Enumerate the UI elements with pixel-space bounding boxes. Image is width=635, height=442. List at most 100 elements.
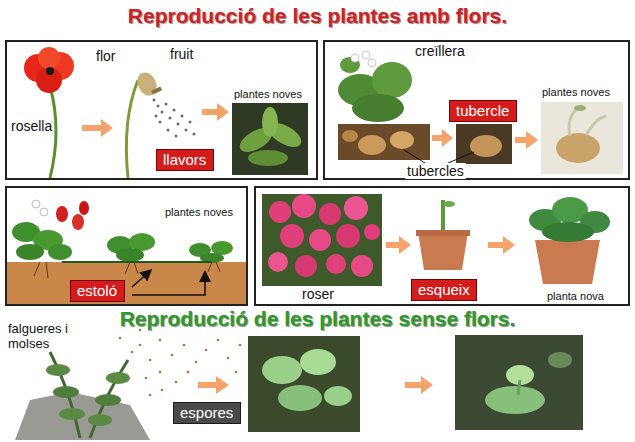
seeds: [165, 103, 168, 106]
potato-plant: [362, 51, 370, 59]
orange-arrow: [405, 376, 433, 394]
soil-with-tubers: [338, 124, 430, 160]
spores: [171, 354, 174, 357]
orange-arrow: [515, 131, 538, 149]
tag-text: esqueix: [418, 281, 470, 298]
plant-in-pot: [529, 197, 610, 284]
poppy-flower: [46, 67, 54, 75]
seeds: [169, 117, 172, 120]
soil-photo: [456, 124, 512, 164]
panel-label: flor: [94, 48, 117, 64]
runner: [34, 262, 220, 278]
tag-text: espores: [180, 404, 233, 421]
leader-line: [404, 150, 425, 163]
seedling-photo: [248, 150, 288, 166]
poppy-capsule: [126, 80, 138, 178]
seedling-photo: [232, 103, 308, 175]
poppy-flower: [24, 47, 74, 93]
panel-label: tubercles: [405, 163, 466, 179]
runner-pointer: [132, 273, 205, 295]
sprouting-potato-photo: [574, 105, 586, 111]
seeds: [155, 115, 158, 118]
soil-with-tubers: [358, 135, 386, 155]
method-tag: llavors: [156, 149, 214, 171]
panel-box: roserplanta novaesqueix: [254, 186, 630, 306]
seeds: [153, 99, 156, 102]
seeds: [173, 109, 176, 112]
soil: [7, 262, 246, 304]
spores-tag: espores: [173, 402, 241, 424]
strawberry-plant: [16, 244, 44, 260]
poppy-capsule: [134, 69, 160, 98]
seeds: [193, 133, 196, 136]
soil: [7, 262, 246, 304]
spores: [187, 371, 190, 374]
young-fern-photo: [485, 386, 545, 414]
sprouting-potato-photo: [556, 133, 600, 163]
section-heading: Reproducció de les plantes sense flors.: [0, 307, 635, 331]
strawberry-plant: [56, 206, 68, 222]
young-fern-photo: [455, 335, 583, 430]
spores: [195, 361, 198, 364]
spores: [119, 329, 242, 397]
panel-label: roser: [300, 286, 336, 302]
prothallus-photo: [262, 356, 302, 384]
rose-photo: [364, 224, 380, 240]
sprouting-potato-photo: [569, 108, 578, 136]
plant-in-pot: [535, 240, 600, 284]
leader-line: [404, 150, 474, 163]
rose-photo: [344, 196, 368, 220]
seeds: [181, 115, 184, 118]
orange-arrow: [198, 376, 229, 394]
rose-photo: [319, 203, 341, 225]
cutting-in-pot: [416, 230, 470, 236]
strawberry-plant: [116, 248, 144, 262]
poppy-flower: [36, 67, 62, 93]
spores: [183, 344, 186, 347]
cutting-in-pot: [416, 200, 470, 270]
strawberry-plant: [48, 244, 72, 260]
runner: [34, 262, 220, 278]
spores: [175, 381, 178, 384]
rock: [15, 392, 150, 440]
sprouting-potato-photo: [586, 116, 606, 135]
seeds: [157, 105, 160, 108]
seedling-photo: [232, 103, 308, 175]
rose-photo: [309, 229, 331, 251]
spores: [239, 344, 242, 347]
plant-in-pot: [542, 222, 594, 242]
rose-photo: [268, 252, 288, 272]
fern: [46, 352, 130, 438]
spores: [205, 349, 208, 352]
cutting-in-pot: [443, 201, 455, 207]
potato-plant: [352, 94, 404, 122]
group-label: falgueres i molses: [8, 322, 84, 352]
panel-box: creïllera plantes noves tubercles tubercle: [323, 40, 630, 180]
orange-arrow: [432, 129, 453, 147]
fern: [59, 408, 85, 420]
panel-label: plantes noves: [540, 86, 612, 99]
cutting-in-pot: [418, 232, 468, 270]
tag-text: llavors: [163, 151, 206, 168]
orange-arrow: [488, 236, 515, 254]
strawberry-plant: [40, 208, 48, 216]
prothallus-photo: [248, 336, 360, 432]
runner: [62, 261, 212, 263]
strawberry-plant: [79, 201, 89, 215]
fern: [53, 386, 79, 398]
spores: [159, 339, 162, 342]
spores: [131, 351, 134, 354]
young-fern-photo: [518, 380, 520, 395]
rose-photo: [292, 194, 316, 218]
soil-with-tubers: [390, 131, 414, 149]
potato-plant: [351, 54, 359, 62]
orange-arrow: [386, 236, 411, 254]
seedling-photo: [262, 107, 278, 137]
strawberry-plant: [211, 241, 233, 255]
leader-line: [448, 152, 474, 163]
tag-text: tubercle: [456, 102, 509, 119]
panel-label: fruit: [168, 46, 195, 62]
sprouting-potato-photo: [541, 102, 623, 174]
panel-label: creïllera: [413, 43, 467, 59]
spores: [145, 377, 148, 380]
